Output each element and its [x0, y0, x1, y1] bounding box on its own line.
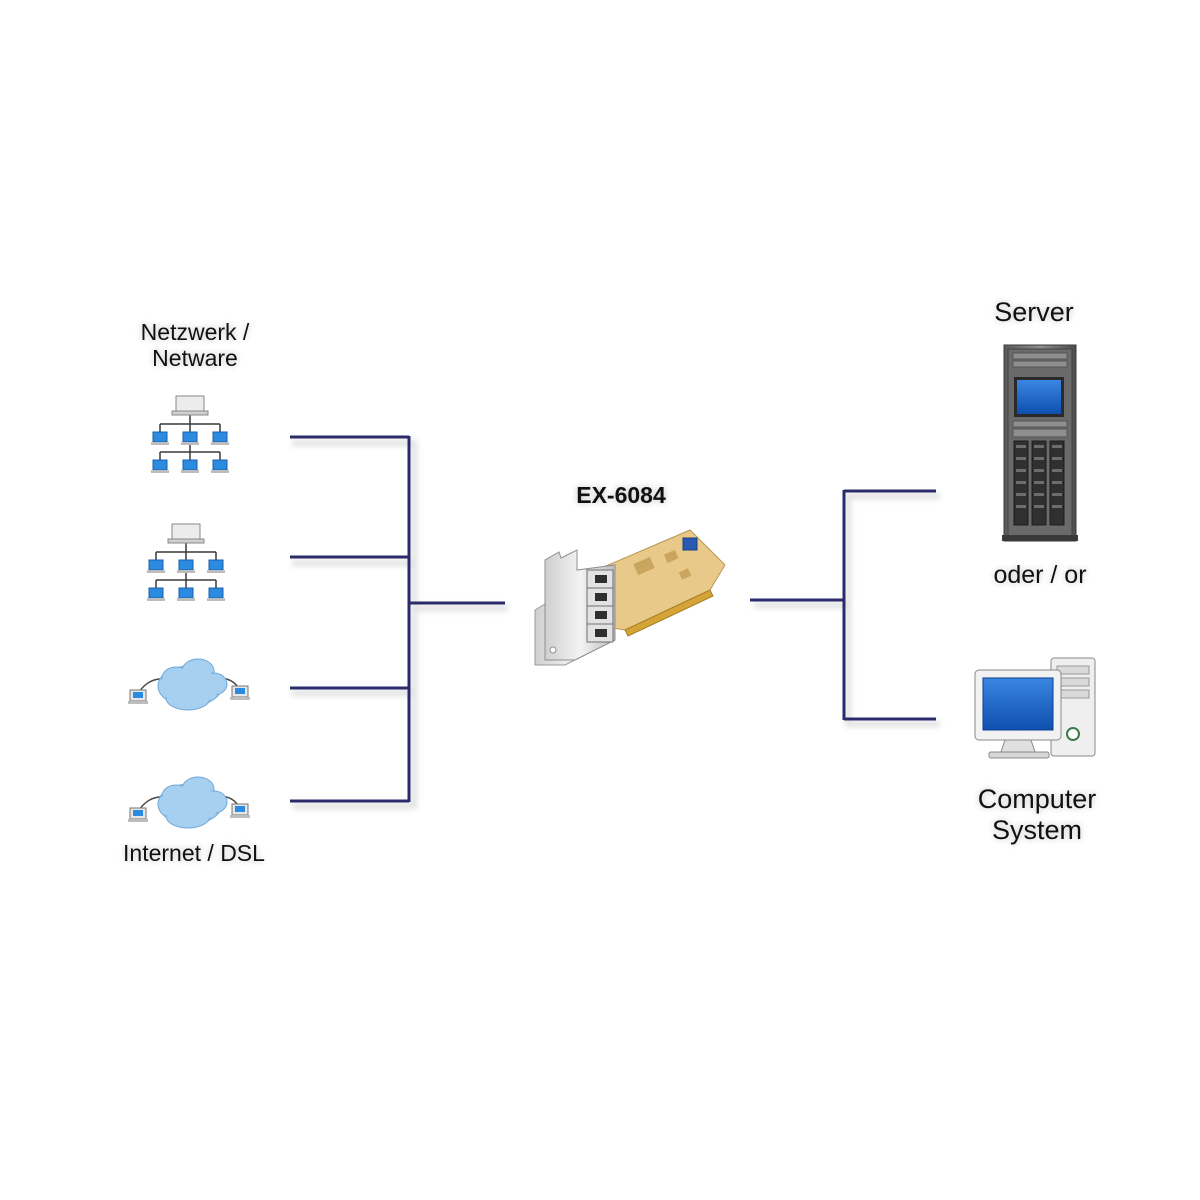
card-model-label: EX-6084 — [576, 482, 666, 508]
network-label-line-1: Netzwerk / — [140, 319, 250, 345]
server-rack-icon — [1002, 344, 1078, 542]
pcie-network-card-icon — [534, 529, 726, 666]
internet-label: Internet / DSL — [123, 840, 265, 866]
left-connector — [290, 435, 505, 803]
network-label: Netzwerk / Netware — [120, 319, 270, 372]
server-label: Server — [994, 297, 1074, 327]
computer-label-line-1: Computer — [977, 784, 1097, 814]
network-tree-icon — [147, 523, 225, 601]
network-tree-icon — [151, 395, 229, 473]
network-label-line-2: Netware — [152, 345, 238, 372]
desktop-computer-icon — [974, 657, 1096, 759]
computer-label: Computer System — [955, 784, 1119, 846]
internet-cloud-icon — [128, 658, 250, 711]
oder-label: oder / or — [993, 561, 1087, 589]
right-connector — [750, 489, 936, 721]
computer-label-line-2: System — [991, 815, 1083, 846]
internet-cloud-icon — [128, 776, 250, 829]
